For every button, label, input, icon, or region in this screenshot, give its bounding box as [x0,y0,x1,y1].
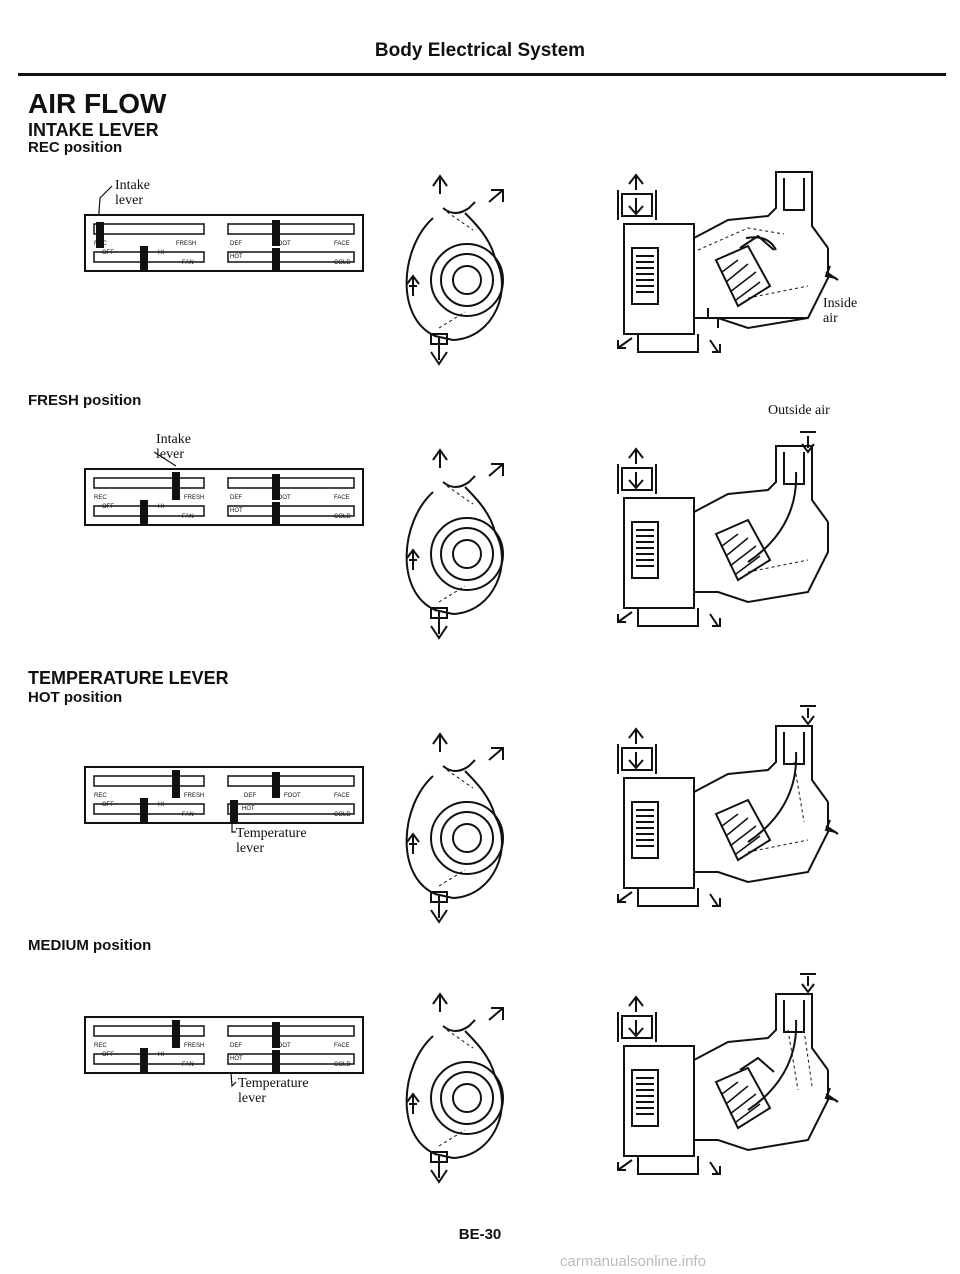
watermark: carmanualsonline.info [560,1253,706,1270]
svg-text:HI: HI [158,250,164,256]
svg-text:COLD: COLD [334,1062,351,1068]
section-temperature-lever: TEMPERATURE LEVER [28,668,229,688]
section-intake-lever: INTAKE LEVER [28,120,159,140]
svg-text:COLD: COLD [334,514,351,520]
heater-unit-rec [617,171,839,353]
medium-position-heading: MEDIUM position [28,937,152,954]
svg-text:REC: REC [94,793,107,799]
heater-unit-hot [617,705,839,907]
svg-text:OFF: OFF [102,1052,114,1058]
svg-text:FRESH: FRESH [176,241,196,247]
svg-text:FAN: FAN [182,1062,194,1068]
page-header: Body Electrical System [374,40,586,61]
svg-text:HOT: HOT [230,508,243,514]
blower-diagram-hot [405,732,504,924]
svg-text:HOT: HOT [230,254,243,260]
svg-text:FRESH: FRESH [184,1043,204,1049]
svg-text:HI: HI [158,504,164,510]
heater-unit-medium [617,973,839,1175]
svg-text:REC: REC [94,495,107,501]
svg-text:HI: HI [158,1052,164,1058]
svg-text:FRESH: FRESH [184,793,204,799]
svg-text:DEF: DEF [230,495,242,501]
svg-text:OFF: OFF [102,504,114,510]
svg-text:REC: REC [94,241,107,247]
control-panel-fresh: REC FRESH OFF HI FAN DEF FOOT FACE HOT COLD [84,468,364,526]
svg-text:COLD: COLD [334,812,351,818]
svg-text:FACE: FACE [334,793,350,799]
svg-text:FAN: FAN [182,514,194,520]
svg-text:DEF: DEF [230,241,242,247]
svg-text:HOT: HOT [230,1056,243,1062]
svg-text:FAN: FAN [182,260,194,266]
svg-text:OFF: OFF [102,802,114,808]
outside-air-label: Outside air [768,403,830,418]
blower-diagram-rec [405,174,504,366]
svg-text:HOT: HOT [242,806,255,812]
control-panel-hot: REC FRESH OFF HI FAN DEF FOOT FACE HOT COLD [84,766,364,824]
svg-text:DEF: DEF [244,793,256,799]
fresh-position-heading: FRESH position [28,392,142,409]
svg-text:OFF: OFF [102,250,114,256]
svg-text:HI: HI [158,802,164,808]
svg-text:REC: REC [94,1043,107,1049]
control-panel-rec: REC FRESH OFF HI FAN DEF FOOT FACE HOT COLD [84,214,364,272]
svg-text:FOOT: FOOT [274,1043,291,1049]
blower-diagram-medium [405,992,504,1184]
svg-text:FRESH: FRESH [184,495,204,501]
svg-text:FAN: FAN [182,812,194,818]
svg-text:FOOT: FOOT [284,793,301,799]
rec-position-heading: REC position [28,139,123,156]
page-number: BE-30 [458,1226,502,1243]
control-panel-medium: REC FRESH OFF HI FAN DEF FOOT FACE HOT COLD [84,1016,364,1074]
svg-text:COLD: COLD [334,260,351,266]
svg-text:FOOT: FOOT [274,241,291,247]
hot-position-heading: HOT position [28,689,123,706]
svg-text:FACE: FACE [334,241,350,247]
header-rule [18,73,946,76]
blower-diagram-fresh [405,448,504,640]
page-title: AIR FLOW [28,88,167,119]
svg-text:DEF: DEF [230,1043,242,1049]
svg-text:FACE: FACE [334,1043,350,1049]
svg-text:FACE: FACE [334,495,350,501]
svg-text:FOOT: FOOT [274,495,291,501]
heater-unit-fresh [617,431,829,627]
